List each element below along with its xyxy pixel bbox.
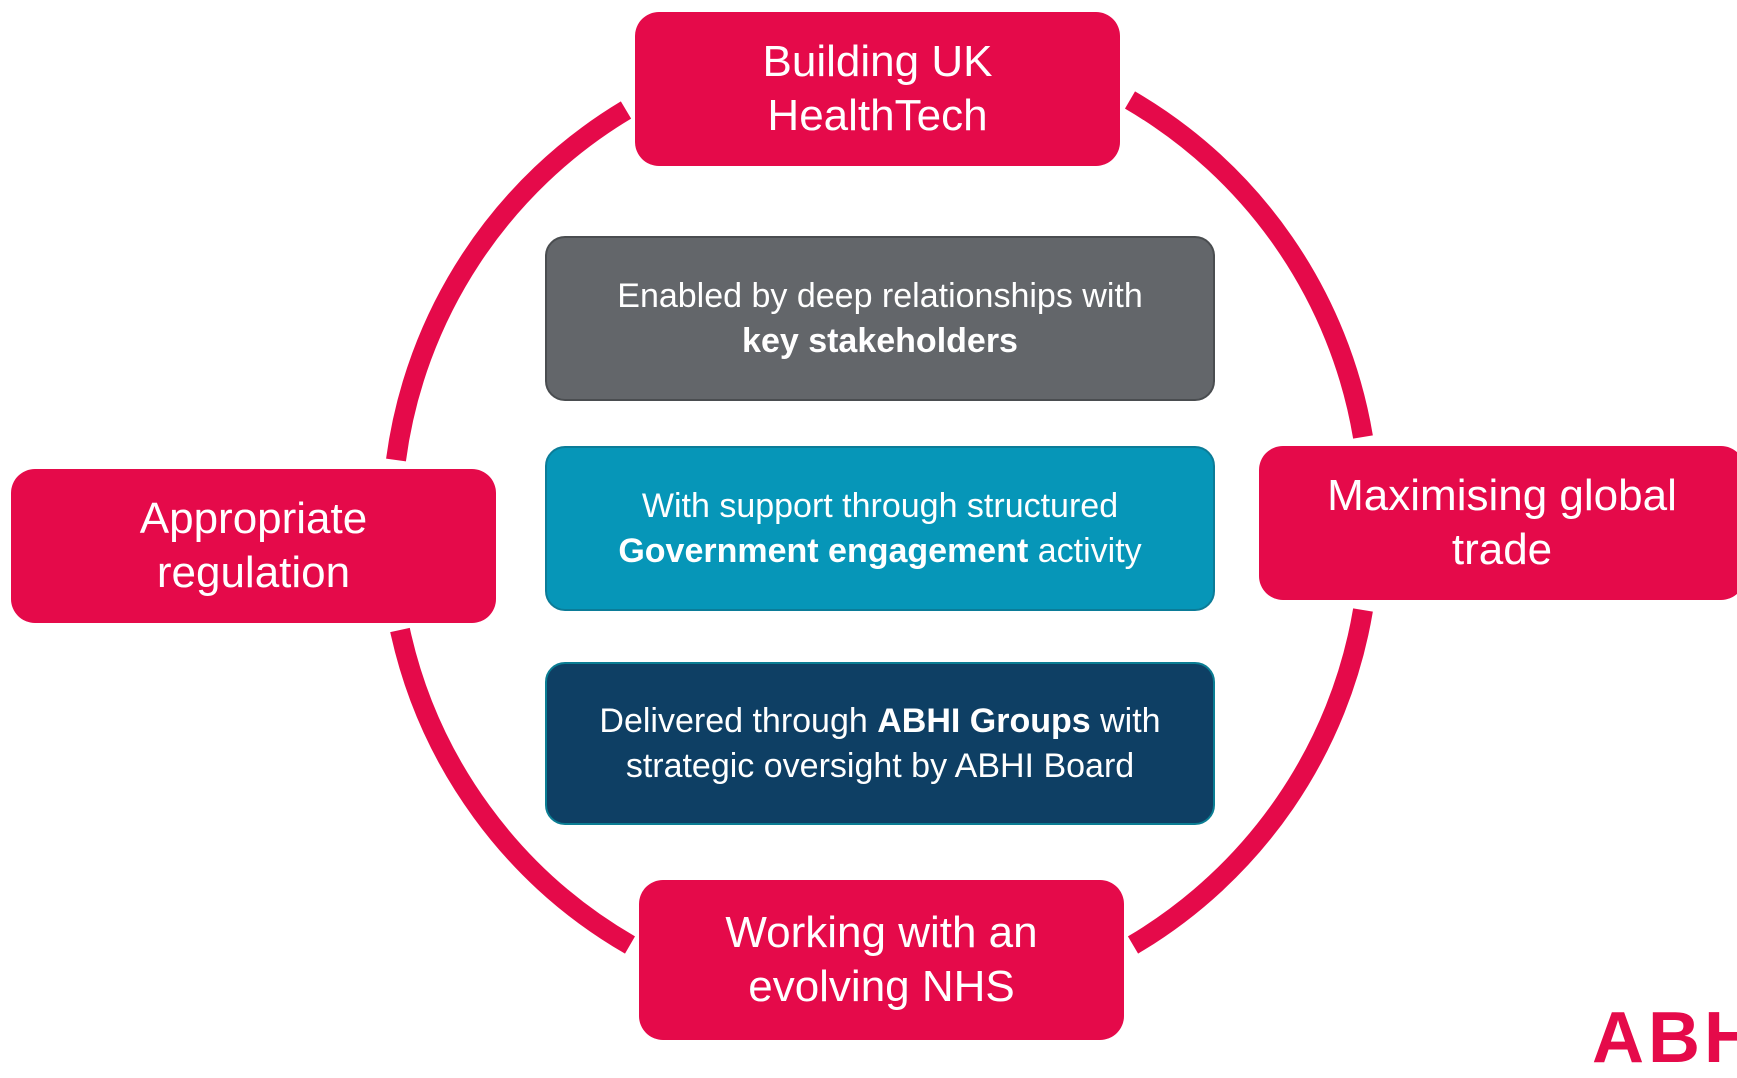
stakeholders-text: Enabled by deep relationships with (617, 276, 1143, 315)
ring-arc-top-right (1124, 91, 1373, 439)
node-right-line1: Maximising global (1327, 471, 1677, 520)
ring-arc-bottom-right (1127, 608, 1373, 954)
node-bottom-line1: Working with an (725, 908, 1038, 957)
abhi-groups-box: Delivered through ABHI Groups with strat… (545, 662, 1215, 825)
node-left-line1: Appropriate (139, 494, 368, 543)
node-working-with-nhs: Working with an evolving NHS (639, 880, 1124, 1040)
node-building-uk-healthtech: Building UK HealthTech (635, 12, 1120, 166)
government-text: With support through structured (641, 486, 1119, 525)
groups-text-line2: strategic oversight by ABHI Board (625, 746, 1135, 785)
node-bottom-line2: evolving NHS (748, 962, 1015, 1011)
groups-bold: ABHI Groups (877, 701, 1091, 740)
node-left-line2: regulation (156, 548, 351, 597)
node-top-line2: HealthTech (767, 91, 988, 140)
node-appropriate-regulation: Appropriate regulation (11, 469, 496, 623)
node-right-line2: trade (1451, 525, 1553, 574)
groups-text-tail: with (1090, 701, 1161, 740)
stakeholders-box: Enabled by deep relationships with key s… (545, 236, 1215, 401)
ring-arc-top-left (386, 101, 632, 462)
node-top-line1: Building UK (762, 37, 993, 86)
government-engagement-box: With support through structured Governme… (545, 446, 1215, 611)
groups-text-lead: Delivered through (599, 701, 878, 740)
abhi-logo: ABHI (1592, 998, 1737, 1078)
cycle-ring (386, 91, 1373, 954)
government-text-tail: activity (1028, 531, 1142, 570)
node-maximising-global-trade: Maximising global trade (1259, 446, 1737, 600)
stakeholders-bold: key stakeholders (742, 321, 1018, 360)
government-bold: Government engagement (618, 531, 1029, 570)
ring-arc-bottom-left (390, 627, 636, 954)
